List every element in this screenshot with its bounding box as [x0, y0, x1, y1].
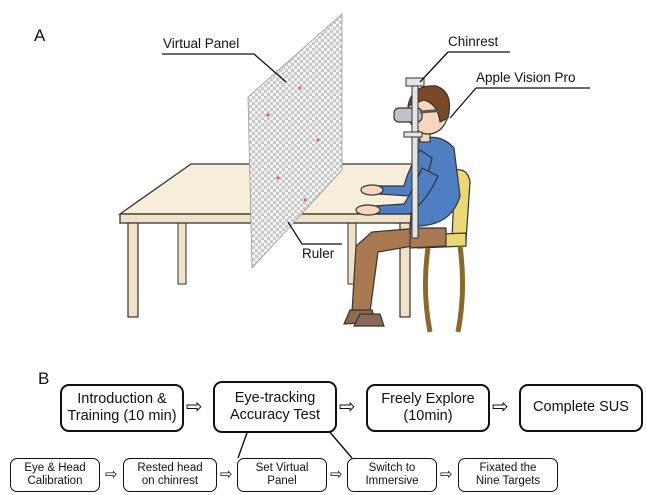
ruler-label: Ruler	[302, 246, 335, 261]
chinrest	[403, 77, 425, 239]
callout-lines	[162, 51, 590, 245]
substep-set-virtual-panel: Set Virtual Panel	[237, 458, 327, 492]
substep-switch-to-immersive: Switch to Immersive	[347, 458, 437, 492]
substep-eye-head-calibration: Eye & Head Calibration	[10, 458, 100, 492]
sub-arrow-1: ⇨	[105, 466, 118, 483]
virtual-panel	[247, 13, 343, 270]
step-freely-explore: Freely Explore (10min)	[366, 384, 490, 432]
sub-arrow-3: ⇨	[330, 466, 343, 483]
substep-rested-head-on-chinrest: Rested head on chinrest	[123, 458, 217, 492]
virtual-panel-label: Virtual Panel	[163, 36, 240, 51]
panel-b-letter: B	[38, 369, 50, 388]
flow-connectors	[237, 429, 353, 459]
participant-figure	[343, 85, 461, 327]
panel-a-letter: A	[34, 26, 46, 45]
step-eye-tracking-accuracy-test: Eye-tracking Accuracy Test	[213, 381, 337, 433]
substep-fixated-nine-targets: Fixated the Nine Targets	[458, 458, 558, 492]
arrow-1: ⇨	[186, 396, 203, 418]
sub-arrow-2: ⇨	[220, 466, 233, 483]
step-complete-sus: Complete SUS	[519, 384, 643, 432]
apple-vision-pro-label: Apple Vision Pro	[476, 70, 576, 85]
arrow-2: ⇨	[339, 396, 356, 418]
step-introduction-training: Introduction & Training (10 min)	[60, 384, 184, 432]
arrow-3: ⇨	[492, 396, 509, 418]
chinrest-label: Chinrest	[448, 34, 499, 49]
sub-arrow-4: ⇨	[440, 466, 453, 483]
